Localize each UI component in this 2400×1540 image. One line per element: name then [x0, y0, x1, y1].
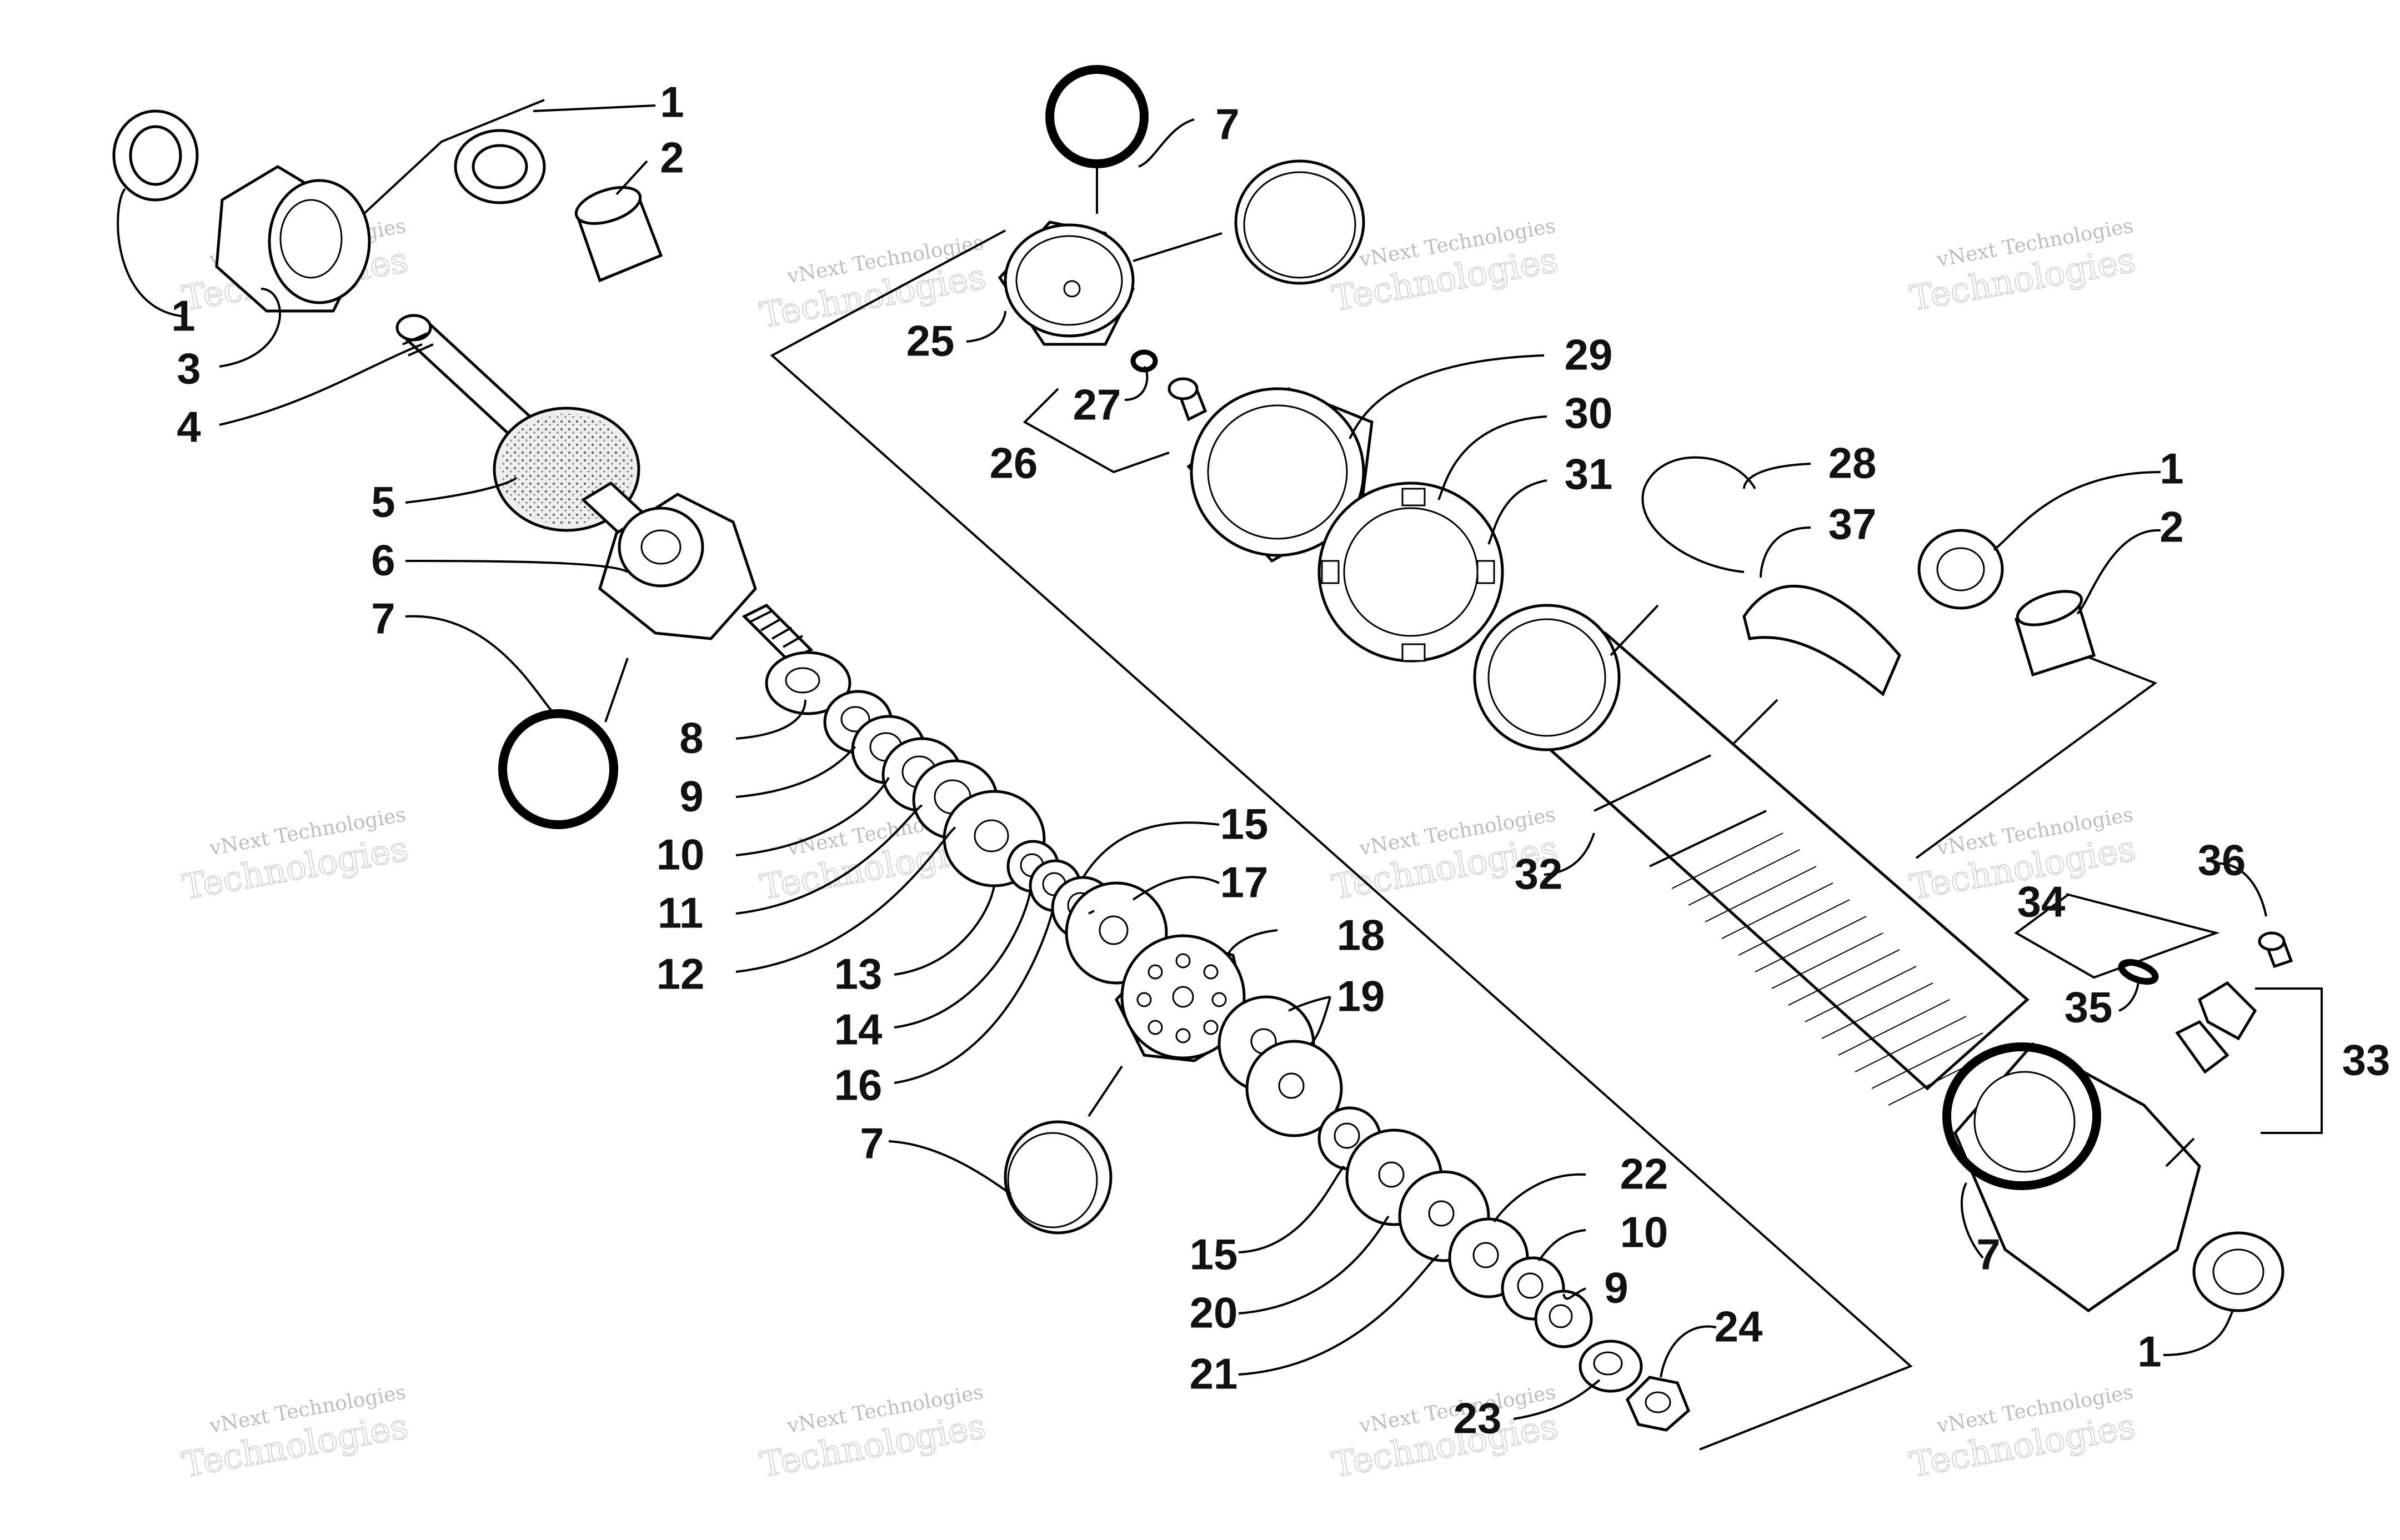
callout-28: 28	[1828, 439, 1877, 488]
callout-11: 11	[658, 889, 703, 937]
sleeve-part-29	[1186, 387, 1374, 563]
callout-7: 7	[371, 594, 395, 643]
callout-24: 24	[1715, 1302, 1763, 1351]
callout-32: 32	[1515, 850, 1563, 899]
callout-7: 7	[1976, 1230, 2000, 1279]
reservoir-cap-group	[998, 65, 2096, 697]
leader-lines	[117, 104, 2267, 1420]
bracket-1-2-top	[363, 99, 545, 215]
watermark: vNext Technologies Technologies	[179, 803, 412, 908]
callout-18: 18	[1337, 911, 1385, 960]
washer-part-8	[765, 651, 851, 715]
callout-20: 20	[1190, 1288, 1238, 1337]
washer-stack	[765, 651, 1690, 1432]
washer-part-23	[1579, 1340, 1643, 1393]
callout-33: 33	[2342, 1036, 2391, 1085]
callout-1: 1	[660, 78, 684, 127]
fitting-part-33	[2175, 981, 2257, 1074]
callout-2: 2	[660, 133, 684, 182]
callout-10: 10	[657, 830, 705, 879]
callout-37: 37	[1828, 500, 1877, 549]
callout-9: 9	[679, 772, 703, 821]
callout-27: 27	[1073, 380, 1121, 429]
callout-16: 16	[834, 1061, 883, 1110]
left-shaft-group	[112, 109, 814, 829]
callout-5: 5	[371, 478, 395, 526]
watermark: vNext Technologies Technologies	[1906, 214, 2139, 319]
callout-26: 26	[990, 439, 1038, 488]
bracket-26	[1023, 388, 1170, 474]
washer-part-9	[1534, 1290, 1593, 1348]
callout-30: 30	[1565, 389, 1613, 438]
bushing-part-1	[112, 109, 199, 202]
callout-29: 29	[1565, 330, 1613, 379]
callout-7: 7	[860, 1119, 884, 1168]
screw-part-36	[2258, 931, 2293, 969]
bushing-part-1	[1917, 529, 2004, 610]
callout-15: 15	[1220, 800, 1269, 849]
callout-36: 36	[2198, 836, 2246, 885]
spring-guide-part-37	[1742, 584, 1901, 697]
watermark: vNext Technologies Technologies	[756, 1381, 989, 1486]
body-tube-part-32	[1473, 604, 2030, 1106]
callout-35: 35	[2065, 983, 2113, 1032]
threaded-rod	[741, 603, 814, 663]
cap-part-6	[598, 493, 757, 640]
callout-14: 14	[834, 1005, 883, 1054]
bushing-part-1	[454, 129, 546, 204]
reservoir-cap-part-25	[998, 220, 1135, 346]
callout-1: 1	[2137, 1327, 2161, 1376]
bracket-33	[2255, 987, 2323, 1134]
callout-34: 34	[2017, 877, 2066, 926]
watermark: vNext Technologies Technologies	[1906, 1381, 2139, 1486]
callout-22: 22	[1620, 1150, 1669, 1198]
o-ring-part-7	[1045, 65, 1149, 168]
callout-25: 25	[906, 317, 955, 365]
callout-13: 13	[834, 950, 883, 999]
o-ring-part-27	[1130, 349, 1158, 373]
band-part-7	[1004, 1120, 1113, 1235]
bottom-eyelet-group	[1942, 931, 2293, 1313]
o-ring-part-7	[1942, 1042, 2101, 1190]
watermark: vNext Technologies Technologies	[756, 231, 989, 336]
sleeve-part-2	[574, 186, 663, 283]
piston-part-18	[1114, 934, 1251, 1062]
band-part-7	[1234, 159, 1365, 285]
callout-4: 4	[177, 403, 201, 452]
washer-part-19	[1245, 1040, 1343, 1137]
watermark: vNext Technologies Technologies	[179, 1381, 412, 1486]
callout-1: 1	[2160, 444, 2183, 493]
bushing-part-1	[2192, 1231, 2284, 1312]
callout-7: 7	[1215, 100, 1239, 149]
watermark: vNext Technologies Technologies	[1329, 1381, 1561, 1486]
callout-31: 31	[1565, 450, 1613, 499]
callout-9: 9	[1604, 1263, 1628, 1312]
callout-17: 17	[1220, 858, 1269, 907]
spring-adjuster-part-30	[1317, 481, 1504, 663]
sleeve-part-2	[2014, 590, 2096, 677]
piston-assembly-bracket	[770, 229, 1913, 1451]
eyelet-part-3	[215, 165, 371, 313]
callout-1: 1	[171, 292, 195, 340]
callout-19: 19	[1337, 972, 1385, 1021]
circlip-part-28	[1641, 456, 1756, 573]
callout-3: 3	[177, 344, 201, 393]
nut-part-24	[1626, 1376, 1690, 1432]
valve-core-part-26	[1168, 377, 1207, 422]
callout-8: 8	[679, 714, 703, 763]
callout-10: 10	[1620, 1208, 1669, 1257]
o-ring-part-35	[2118, 959, 2159, 985]
callout-6: 6	[371, 536, 395, 585]
callout-labels: 1 2 1 3 4 5 6 7 8 9 10 11 12 13 14 16 15…	[171, 78, 2390, 1443]
o-ring-part-7	[498, 709, 618, 829]
callout-12: 12	[657, 950, 705, 999]
callout-23: 23	[1454, 1394, 1502, 1443]
callout-21: 21	[1190, 1350, 1238, 1398]
bracket-34	[2014, 893, 2220, 979]
callout-15: 15	[1190, 1230, 1238, 1279]
callout-2: 2	[2160, 503, 2183, 551]
